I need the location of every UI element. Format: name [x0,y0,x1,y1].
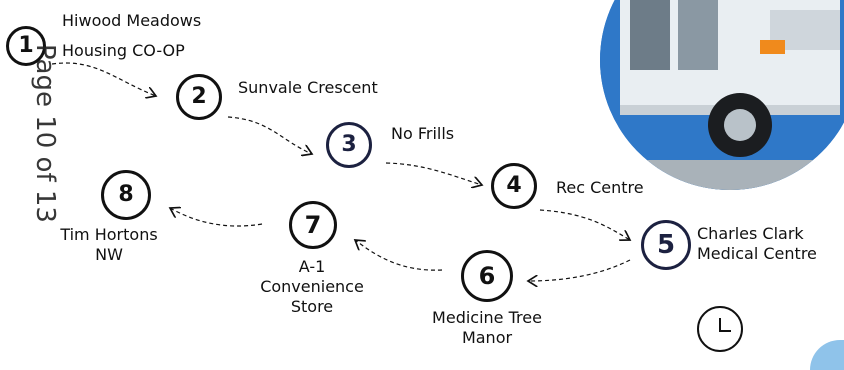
stop-5-circle: 5 [641,220,691,270]
stop-4-circle: 4 [491,163,537,209]
stop-7-circle: 7 [289,201,337,249]
arrow-6-7 [355,240,443,271]
arrow-7-8 [170,208,263,227]
stop-3-label: No Frills [391,124,455,143]
stop-6-label: Medicine Tree Manor [432,308,542,347]
arrow-5-6 [528,259,631,281]
stop-2-label: Sunvale Crescent [238,78,378,97]
stop-1-label: Hiwood Meadows Housing CO-OP [62,11,202,60]
stop-8-label: Tim Hortons NW [60,225,158,264]
clock-icon [697,306,743,352]
route-diagram: 1 2 3 4 5 6 7 8 Hiwood Meadows Housing C… [6,0,844,370]
stop-8-circle: 8 [101,170,151,220]
arrow-2-3 [227,116,312,154]
arrow-4-5 [539,209,630,240]
bus-photo [600,0,844,190]
stop-5-label: Charles Clark Medical Centre [697,224,817,263]
stop-1-circle: 1 [6,26,46,66]
page-watermark: Page 10 of 13 [30,44,60,223]
stop-4-label: Rec Centre [556,178,644,197]
arrow-1-2 [51,62,156,96]
stop-7-label: A-1 Convenience Store [260,257,364,316]
route-arrows [51,62,844,353]
arrow-3-4 [385,162,482,185]
stop-6-circle: 6 [461,250,513,302]
stop-2-circle: 2 [176,74,222,120]
stop-3-circle: 3 [326,122,372,168]
bus-icon [600,0,844,190]
